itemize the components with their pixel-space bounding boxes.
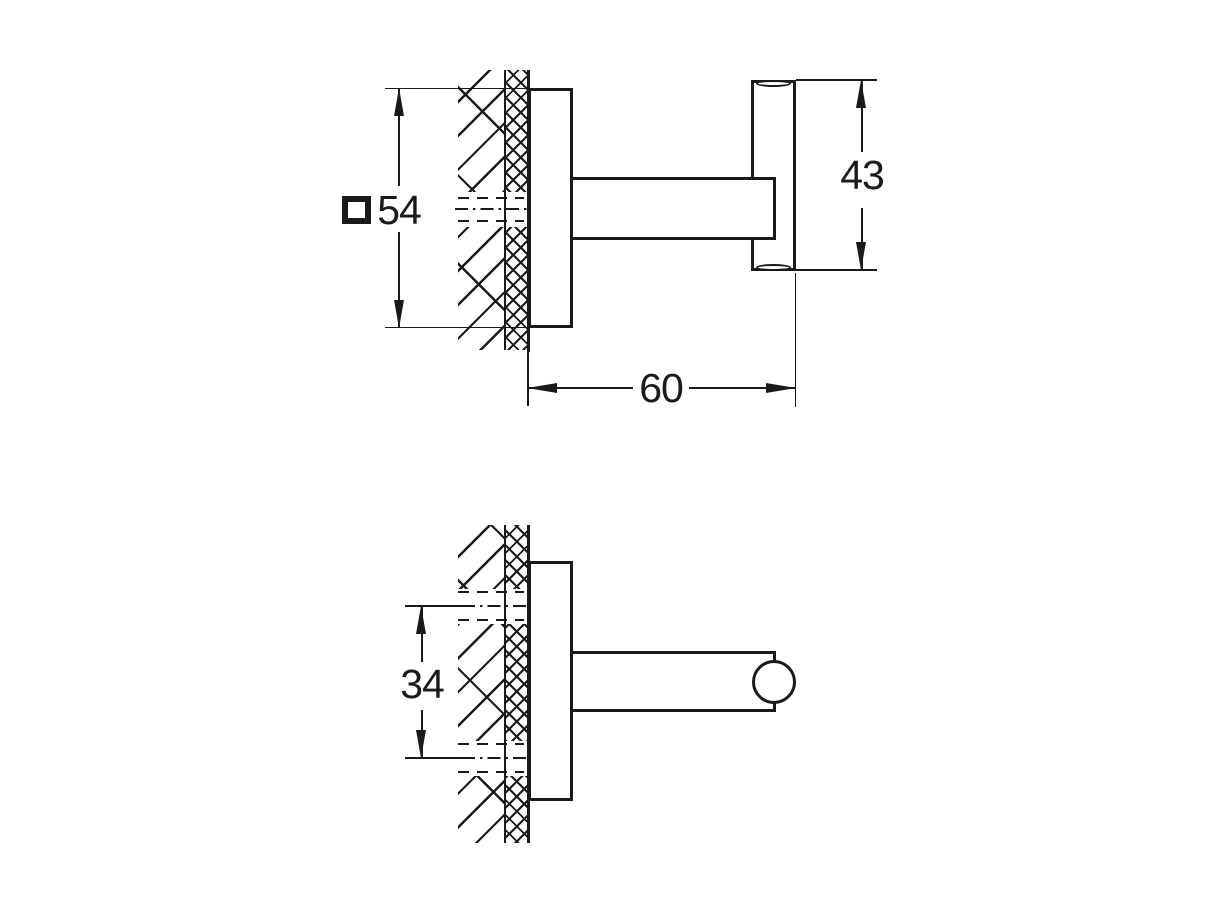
extension-line — [796, 269, 877, 271]
dimension-value-34: 34 — [396, 664, 448, 705]
side-view: 54 43 60 — [0, 0, 1218, 456]
dimension-line — [861, 208, 863, 270]
arrowhead-up-icon — [855, 80, 866, 108]
hole-hidden-edge — [458, 219, 524, 222]
dimension-line — [861, 80, 863, 152]
wall-inner-line — [503, 70, 506, 350]
plan-view: 34 — [0, 456, 1218, 913]
hole-hidden-edge — [458, 591, 524, 593]
mounting-plate — [528, 561, 573, 801]
hole-centerline — [455, 208, 531, 210]
hole-centerline — [462, 605, 532, 607]
arrowhead-down-icon — [415, 730, 426, 758]
hole-hidden-edge — [458, 743, 524, 745]
arrowhead-up-icon — [415, 606, 426, 634]
wall-hatch-fine — [505, 525, 528, 843]
dimension-value-43: 43 — [836, 155, 888, 196]
hole-hidden-edge — [458, 619, 524, 621]
mounting-plate — [528, 88, 573, 328]
wall-inner-line — [503, 525, 506, 843]
dimension-value-54: 54 — [374, 190, 424, 231]
dimension-line — [398, 232, 400, 328]
extension-line — [794, 273, 797, 407]
arrowhead-down-icon — [393, 300, 404, 328]
dimension-line — [421, 606, 423, 662]
hook-face-plate — [751, 80, 796, 271]
arrowhead-up-icon — [393, 88, 404, 116]
dimension-line — [398, 88, 400, 186]
wall-surface-extension — [527, 352, 529, 406]
face-plate-bottom-cap — [756, 264, 791, 271]
hook-arm — [573, 651, 776, 712]
dimension-value-60: 60 — [635, 368, 687, 409]
dimension-line — [527, 387, 633, 389]
extension-line — [385, 326, 528, 328]
hole-hidden-edge — [458, 771, 524, 773]
hole-centerline — [462, 757, 532, 759]
extension-line — [796, 79, 877, 81]
hole-hidden-edge — [458, 196, 524, 199]
extension-line — [405, 605, 462, 607]
extension-line — [385, 87, 528, 89]
arrowhead-left-icon — [527, 382, 557, 393]
arrowhead-down-icon — [855, 242, 866, 270]
face-plate-top-cap — [756, 80, 791, 87]
arrowhead-right-icon — [766, 382, 796, 393]
square-section-symbol-icon — [342, 196, 371, 224]
dimension-line — [689, 387, 796, 389]
hook-knob-circle — [752, 660, 796, 704]
extension-line — [405, 757, 462, 759]
hook-arm — [573, 177, 776, 240]
wall-hatch-wide — [458, 525, 505, 843]
